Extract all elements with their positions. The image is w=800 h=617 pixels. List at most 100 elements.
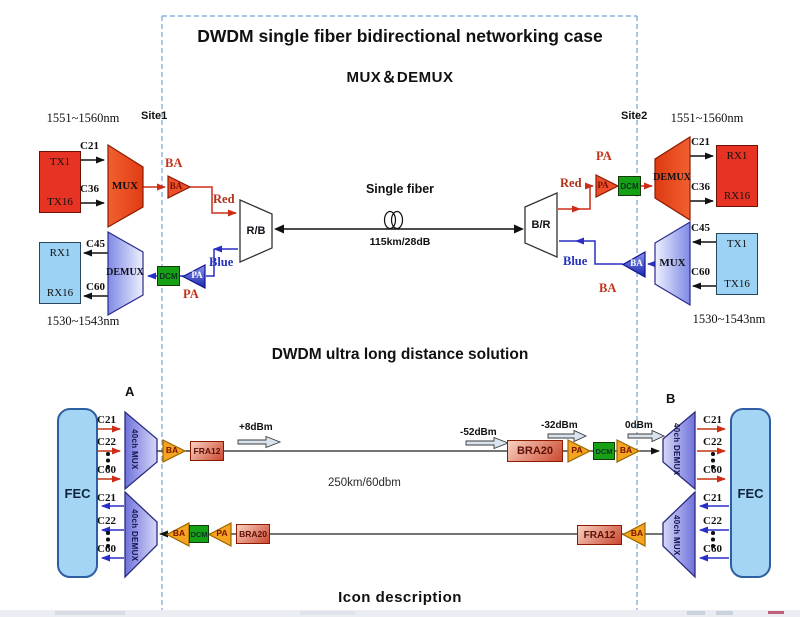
bra20-box-bottom: BRA20 xyxy=(236,524,270,544)
mux40-label-a: 40ch MUX xyxy=(130,428,139,470)
dcm-box-top: DCM xyxy=(593,442,615,460)
br-label: B/R xyxy=(531,219,551,231)
rx16-label-right: RX16 xyxy=(723,190,751,202)
rb-label: R/B xyxy=(246,225,266,237)
ba-label-right: BA xyxy=(599,281,617,295)
power-arrow-minus32 xyxy=(547,429,588,443)
site2-label: Site2 xyxy=(621,110,648,122)
ch-c22-a-top: C22 xyxy=(97,436,116,448)
dcm-box-left: DCM xyxy=(157,266,180,286)
ch-c21-a-bot: C21 xyxy=(97,492,116,504)
bottom-edge-segment-4 xyxy=(716,611,733,615)
fiber-arrowhead-right xyxy=(514,224,524,234)
bra20-text-bottom: BRA20 xyxy=(239,529,267,539)
pa-label-right: PA xyxy=(596,149,612,163)
ba-label-left: BA xyxy=(165,156,183,170)
tx-box-right: TX1 TX16 xyxy=(716,233,758,295)
ba-amplifier-triangle-right xyxy=(621,250,646,279)
ch-c60-a-bot: C60 xyxy=(97,543,116,555)
power-arrow-zero xyxy=(627,429,666,443)
fec-text-a: FEC xyxy=(64,485,91,501)
bra20-text-top: BRA20 xyxy=(516,445,554,457)
fra12-text-top: FRA12 xyxy=(193,446,221,456)
bottom-edge-segment-1 xyxy=(55,611,125,615)
power-zero-label: 0dBm xyxy=(625,420,653,431)
ba-triangle-text-left: BA xyxy=(169,181,183,191)
channel-c21-right: C21 xyxy=(691,136,710,148)
demux40-trapezoid-b xyxy=(662,410,696,491)
demux-label-right: DEMUX xyxy=(653,172,691,183)
fra12-text-bottom: FRA12 xyxy=(583,529,616,541)
blue-mid-arrowhead xyxy=(575,237,584,245)
ba-triangle-text-right: BA xyxy=(630,258,643,268)
dcm-text-top: DCM xyxy=(595,446,613,456)
red-wavelength-label-right: Red xyxy=(560,176,582,190)
power-minus52-label: -52dBm xyxy=(460,427,497,438)
ch-c60-a-top: C60 xyxy=(97,464,116,476)
dcm-box-right: DCM xyxy=(618,176,641,196)
fec-box-a: FEC xyxy=(57,408,98,578)
wavelength-blue-left: 1530~1543nm xyxy=(46,314,120,328)
demux40-label-b: 40ch DEMUX xyxy=(672,422,681,476)
title-ultra-long-distance: DWDM ultra long distance solution xyxy=(271,346,529,363)
rx1-label: RX1 xyxy=(49,247,71,259)
bottom-table-edge xyxy=(0,610,800,617)
ch-c21-a-top: C21 xyxy=(97,414,116,426)
red-wavelength-label-left: Red xyxy=(213,192,235,206)
fra12-box-top: FRA12 xyxy=(190,441,224,461)
demux40-label-a: 40ch DEMUX xyxy=(130,508,139,562)
pa-triangle-top xyxy=(567,439,592,463)
ellipsis-dots-a-bot xyxy=(106,531,110,535)
ch-c21-b-top: C21 xyxy=(703,414,722,426)
pa-triangle-text-right: PA xyxy=(597,180,609,190)
tx16-label-right: TX16 xyxy=(724,278,750,290)
line-blue-corner xyxy=(206,249,215,277)
ba-text-top-b: BA xyxy=(619,445,633,455)
tx1-label: TX1 xyxy=(49,156,71,168)
blue-wavelength-label-right: Blue xyxy=(563,254,588,268)
mux-trapezoid-left xyxy=(107,143,144,229)
power-minus32-label: -32dBm xyxy=(541,420,578,431)
tx16-label: TX16 xyxy=(47,196,73,208)
pa-triangle-text-left: PA xyxy=(191,270,203,280)
dcm-text-right: DCM xyxy=(620,181,639,191)
line-ba-to-rb-red xyxy=(190,186,237,217)
ba-text-top-a: BA xyxy=(165,445,179,455)
bottom-edge-segment-2 xyxy=(300,611,355,615)
channel-c36-right: C36 xyxy=(691,181,710,193)
rx-box-left: RX1 RX16 xyxy=(39,242,81,304)
span-250km-label: 250km/60dbm xyxy=(328,477,401,489)
mux40-trapezoid-b xyxy=(662,490,696,579)
rx16-label: RX16 xyxy=(46,287,74,299)
demux40-trapezoid-a xyxy=(124,490,158,579)
channel-c45-right: C45 xyxy=(691,222,710,234)
ch-c21-b-bot: C21 xyxy=(703,492,722,504)
bra20-box-top: BRA20 xyxy=(507,440,563,462)
channel-c36-left: C36 xyxy=(80,183,99,195)
ba-triangle-top-a xyxy=(162,439,187,463)
mux-label-right: MUX xyxy=(659,257,686,269)
power-plus8-label: +8dBm xyxy=(239,422,273,433)
ch-c22-a-bot: C22 xyxy=(97,515,116,527)
demux-trapezoid-right xyxy=(654,135,691,222)
wavelength-red-right: 1551~1560nm xyxy=(670,111,744,125)
bottom-edge-red-segment xyxy=(768,611,784,614)
ellipsis-dots-b-top xyxy=(711,452,715,456)
fiber-coil-icon2 xyxy=(390,210,404,230)
wavelength-red-left: 1551~1560nm xyxy=(46,111,120,125)
dcm-text-bottom: DCM xyxy=(190,529,208,539)
blue-wavelength-label-left: Blue xyxy=(209,255,234,269)
ch-c22-b-bot: C22 xyxy=(703,515,722,527)
ba-text-bottom-a: BA xyxy=(172,528,186,538)
mux40-trapezoid-a xyxy=(124,410,158,491)
rx1-label-right: RX1 xyxy=(726,150,748,162)
fiber-spec-label: 115km/28dB xyxy=(369,236,431,248)
bottom-edge-segment-3 xyxy=(687,611,705,615)
red-mid-arrowhead xyxy=(572,205,581,213)
site-b-label: B xyxy=(666,391,676,406)
fec-box-b: FEC xyxy=(730,408,771,578)
pa-triangle-bottom xyxy=(207,522,232,547)
mux40-label-b: 40ch MUX xyxy=(672,514,681,556)
page-title: DWDM single fiber bidirectional networki… xyxy=(197,26,603,46)
